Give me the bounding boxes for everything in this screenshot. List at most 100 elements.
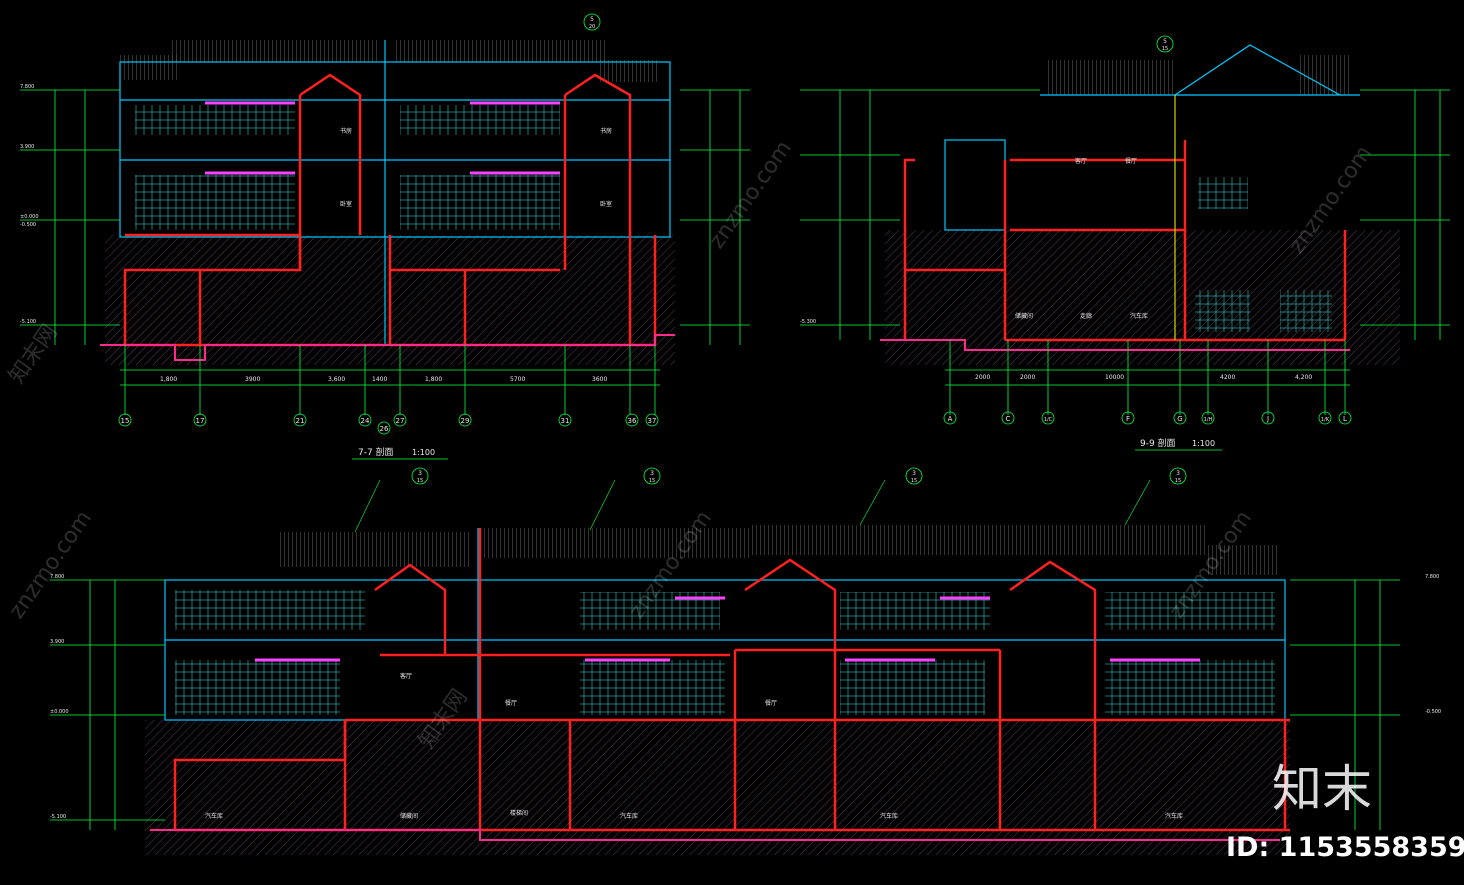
callout-sheet: 15: [1162, 46, 1168, 52]
grid-axes-9: A C 1/C F G 1/H J 1/K L: [943, 411, 1352, 425]
room-label: 餐厅: [765, 699, 777, 707]
level-mark: 3.900: [20, 144, 34, 150]
grid-label: 24: [361, 417, 370, 425]
long-section: [50, 479, 1400, 855]
roof-hatch: [395, 40, 605, 62]
grid-label: J: [1266, 415, 1269, 423]
section-9-9: [800, 44, 1450, 415]
level-mark: -5.300: [800, 319, 816, 325]
grid-label: 17: [196, 417, 205, 425]
roof-hatch: [600, 60, 660, 82]
room-label: 书房: [340, 127, 352, 135]
callout-sheet: 15: [649, 478, 655, 484]
callout-num: 3: [418, 470, 422, 477]
grid-label: L: [1343, 415, 1347, 423]
callout-sheet: 15: [417, 478, 423, 484]
grid-label: 15: [121, 417, 130, 425]
room-label: 餐厅: [1125, 157, 1137, 165]
railings: [255, 596, 1200, 662]
window-lower: [840, 660, 985, 715]
roof-hatch: [1045, 60, 1175, 95]
dim-text: 2000: [1020, 374, 1035, 381]
frame-lines: [119, 40, 671, 345]
level-mark: ±0.000: [20, 214, 39, 220]
dimension-lines: [800, 89, 1450, 415]
room-label: 储藏间: [400, 812, 418, 820]
dim-text: 10000: [1105, 374, 1124, 381]
room-labels: 客厅 餐厅 汽车库 储藏间 走廊 汽车库 汽车库 汽车库 汽车库 储藏间 客厅 …: [205, 127, 1183, 820]
grid-label: 21: [296, 417, 305, 425]
grid-label: 26: [380, 425, 389, 433]
roof-hatch: [1300, 55, 1350, 95]
callout-num: 5: [590, 16, 594, 23]
section-scale-7: 1:100: [412, 448, 435, 457]
watermark-text: znzmo.com: [704, 136, 796, 253]
grid-axes-7: 15 17 21 24 26 27 29 31 36 37: [118, 413, 659, 435]
callout-num: 3: [650, 470, 654, 477]
ground-line: [150, 829, 1280, 841]
room-label: 卧室: [340, 200, 352, 208]
section-title-9: 9-9 剖面: [1140, 437, 1176, 449]
grid-label: 29: [461, 417, 470, 425]
grid-label: A: [948, 415, 953, 423]
roof-hatch: [480, 528, 750, 558]
level-mark: -5.100: [20, 319, 36, 325]
callout-leaders: [354, 479, 1151, 533]
brand-mark: 知末 ID: 1153558359: [1226, 760, 1464, 863]
watermark-text: 知末网: [4, 320, 62, 388]
dim-text: 1,800: [425, 376, 442, 383]
dimension-texts: 1,800 3900 3,600 1400 1,800 5700 3600 20…: [160, 374, 1312, 383]
roof-hatch: [1020, 525, 1205, 555]
callout-num: 3: [912, 470, 916, 477]
room-label: 储藏间: [1015, 312, 1033, 320]
grid-label: 1/C: [1044, 417, 1053, 423]
section-title-7: 7-7 剖面: [358, 446, 394, 458]
room-label: 汽车库: [1165, 812, 1183, 820]
window-lower: [400, 175, 560, 230]
dim-text: 1,800: [160, 376, 177, 383]
window-upper: [1105, 592, 1275, 630]
level-mark: 7.800: [1425, 574, 1439, 580]
dim-text: 3600: [592, 376, 607, 383]
room-label: 汽车库: [1130, 312, 1148, 320]
brand-logo: 知末: [1272, 760, 1372, 818]
level-mark: -0.500: [1425, 709, 1441, 715]
window-lower: [1105, 660, 1275, 715]
dim-text: 4200: [1220, 374, 1235, 381]
dim-text: 3,600: [328, 376, 345, 383]
roof-hatch: [750, 525, 1020, 555]
window-upper: [400, 105, 560, 135]
callouts: 5 20 5 15 3 15 3 15 3 15 3 15: [411, 13, 1187, 485]
ground-line: [100, 334, 675, 361]
section-titles: 7-7 剖面 1:100 9-9 剖面 1:100: [352, 437, 1222, 460]
room-label: 走廊: [1080, 312, 1092, 320]
dim-text: 1400: [372, 376, 387, 383]
roof-hatch: [1205, 545, 1280, 575]
room-label: 汽车库: [620, 812, 638, 820]
level-mark: -5.100: [50, 814, 66, 820]
level-mark: 7.800: [20, 84, 34, 90]
brand-id: ID: 1153558359: [1226, 832, 1464, 863]
grid-label: 36: [628, 417, 637, 425]
roof-hatch: [120, 55, 180, 80]
ground-line: [880, 339, 1350, 351]
window-upper: [175, 590, 365, 630]
callout-sheet: 20: [589, 24, 595, 30]
window: [1195, 290, 1250, 332]
room-label: 书房: [600, 127, 612, 135]
window-lower: [580, 660, 725, 715]
room-label: 汽车库: [880, 812, 898, 820]
roof-hatch: [170, 40, 380, 62]
watermark-text: znzmo.com: [4, 506, 96, 623]
room-label: 卧室: [600, 200, 612, 208]
grid-label: F: [1126, 415, 1130, 423]
ground-hatch: [145, 720, 1290, 855]
room-label: 汽车库: [205, 812, 223, 820]
level-mark: ±0.000: [50, 709, 69, 715]
roof-hatch: [280, 532, 470, 567]
grid-label: 1/H: [1204, 417, 1213, 423]
dim-text: 4,200: [1295, 374, 1312, 381]
level-mark: -0.500: [20, 222, 36, 228]
section-scale-9: 1:100: [1192, 439, 1215, 448]
